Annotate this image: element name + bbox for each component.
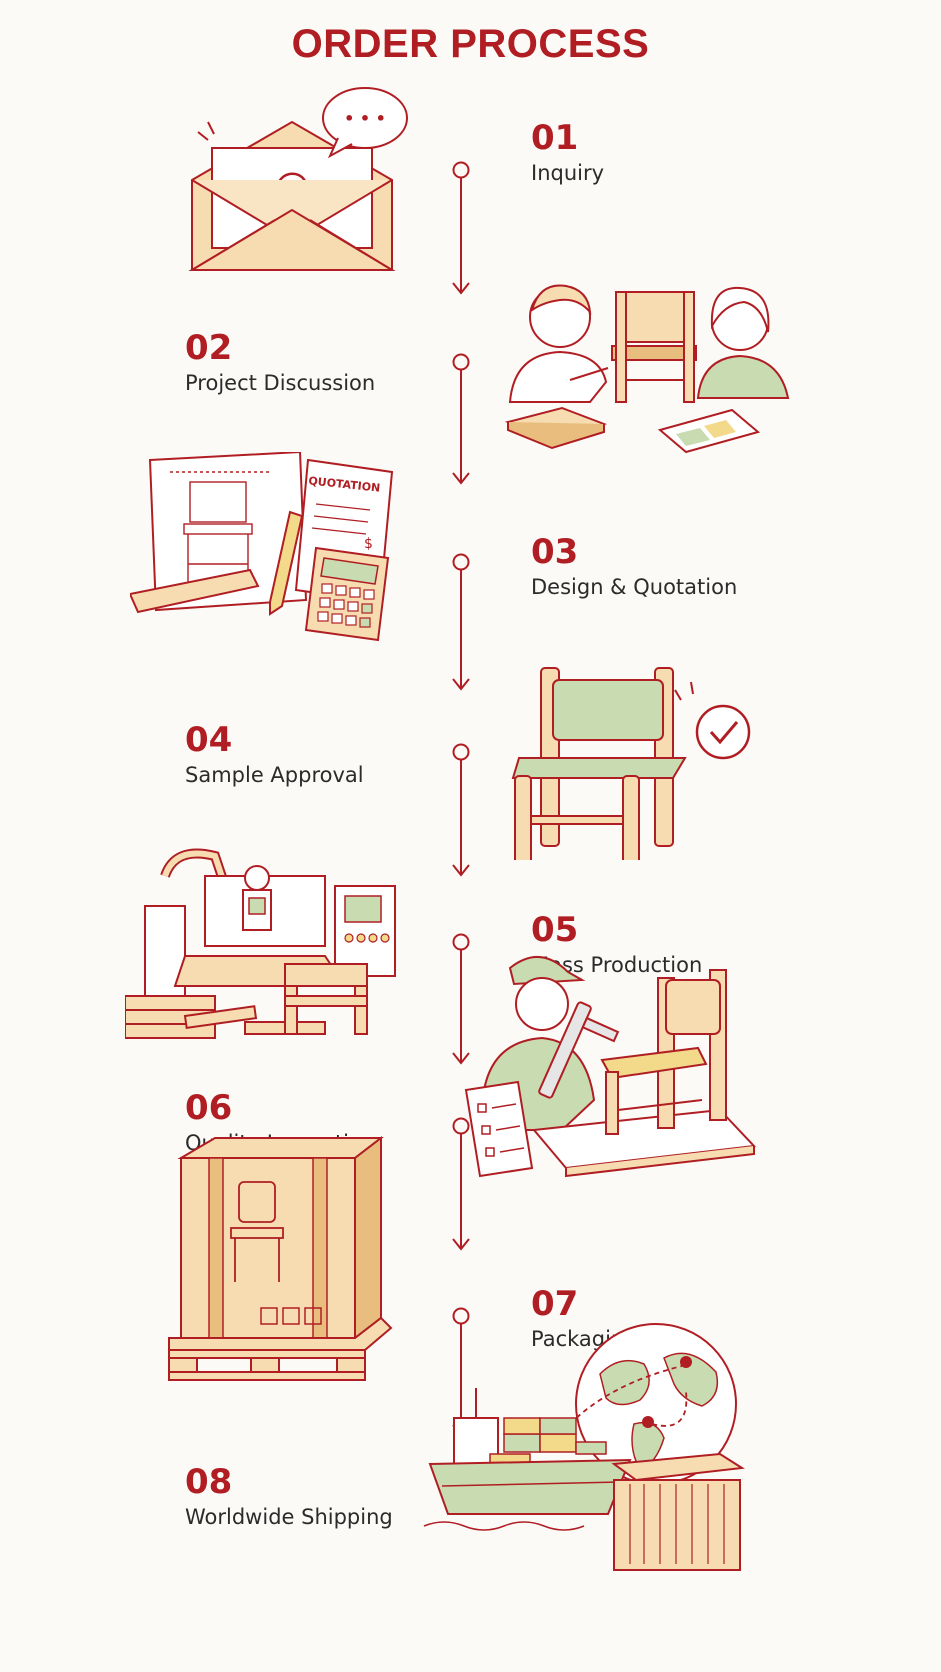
globe-icon — [569, 1323, 737, 1485]
step-03: 03 Design & Quotation — [531, 532, 737, 602]
blueprint-quotation-calculator-icon: QUOTATION $ — [130, 452, 394, 642]
chair-outline-icon — [230, 1181, 284, 1282]
step-number: 07 — [531, 1284, 579, 1324]
checklist-icon — [464, 1080, 534, 1178]
step-number: 06 — [185, 1088, 233, 1128]
handling-symbols-icon — [260, 1307, 322, 1325]
timeline-segment-2 — [452, 353, 470, 485]
timeline-segment-1 — [452, 161, 470, 295]
step-label: Project Discussion — [185, 371, 376, 395]
pallet-box-icon — [168, 1135, 393, 1381]
inspector-caliper-icon — [464, 955, 757, 1178]
step-number: 04 — [185, 720, 233, 760]
speech-bubble-icon: • • • — [322, 87, 408, 159]
pallet — [168, 1316, 393, 1381]
shipping-container-icon — [611, 1452, 745, 1571]
step-label: Inquiry — [531, 161, 605, 185]
calculator-icon — [304, 546, 390, 642]
people-discussing-chair-icon — [504, 284, 790, 454]
timeline-segment-4 — [452, 743, 470, 877]
small-chair-icon — [284, 963, 368, 1035]
cargo-ship-globe-icon — [423, 1323, 745, 1571]
inspected-chair-icon — [600, 969, 727, 1135]
sample-chair-check-icon — [511, 667, 751, 860]
timeline-segment-5 — [452, 933, 470, 1065]
caliper-icon — [538, 1001, 620, 1099]
svg-text:$: $ — [364, 536, 373, 552]
step-number: 08 — [185, 1462, 233, 1502]
step-08: 08 Worldwide Shipping — [185, 1462, 393, 1532]
page-title: ORDER PROCESS — [291, 22, 650, 66]
step-05: 05 Mass Production — [531, 910, 702, 980]
envelope-email-icon: @ • • • — [188, 87, 408, 271]
step-label: Worldwide Shipping — [185, 1505, 393, 1529]
step-01: 01 Inquiry — [531, 118, 604, 188]
cnc-machine-icon — [125, 848, 396, 1039]
step-number: 05 — [531, 910, 579, 950]
check-icon — [674, 681, 751, 760]
step-label: Design & Quotation — [531, 575, 738, 599]
step-number: 01 — [531, 118, 579, 158]
ship-icon — [423, 1388, 632, 1531]
timeline-segment-6 — [452, 1117, 470, 1251]
timeline-segment-3 — [452, 553, 470, 691]
svg-text:• • •: • • • — [344, 109, 386, 128]
step-number: 02 — [185, 328, 233, 368]
chair-icon — [611, 291, 697, 403]
step-label: Sample Approval — [185, 763, 364, 787]
step-number: 03 — [531, 532, 579, 572]
step-02: 02 Project Discussion — [185, 328, 375, 398]
step-04: 04 Sample Approval — [185, 720, 364, 790]
